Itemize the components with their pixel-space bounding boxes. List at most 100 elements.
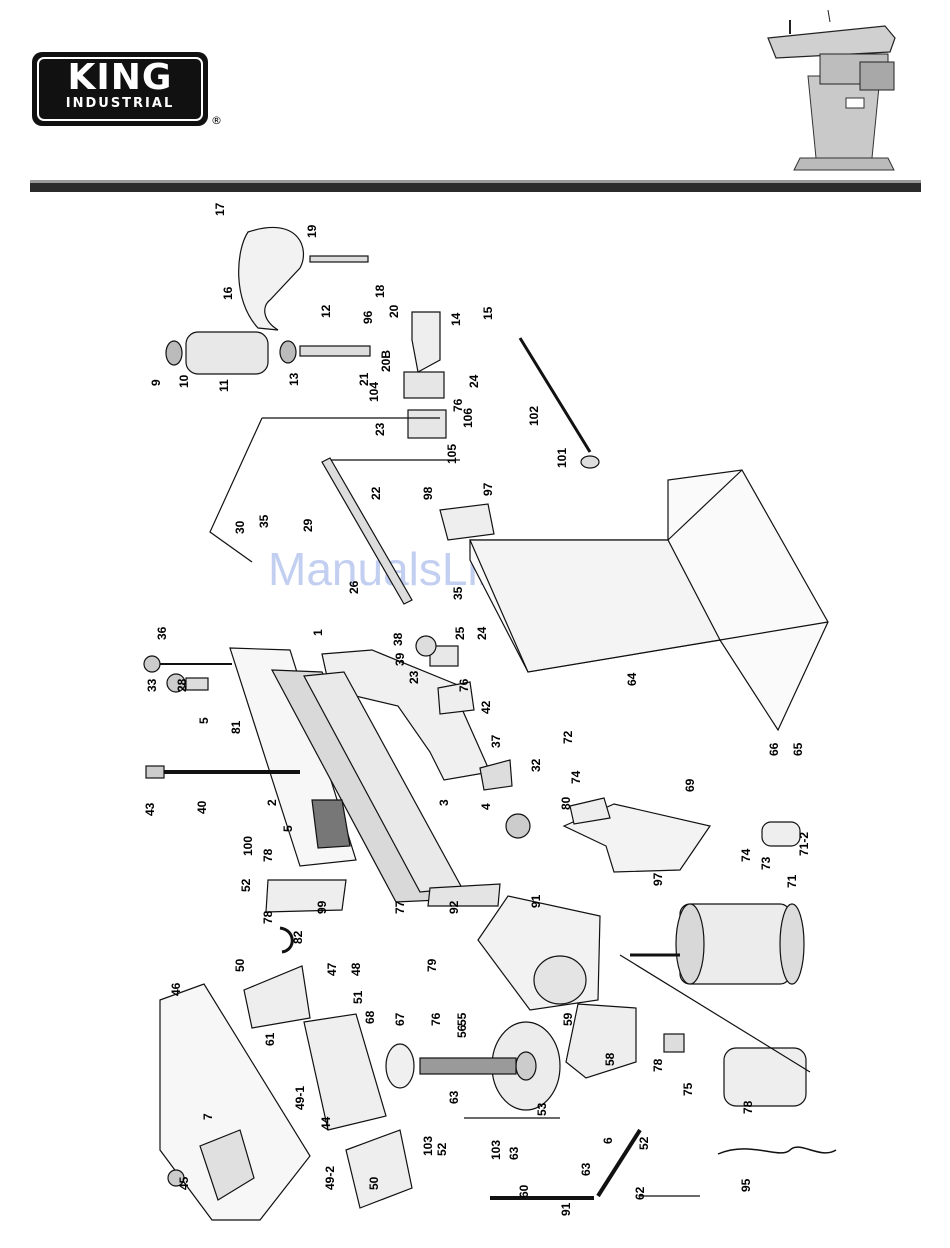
part-label: 46 — [169, 982, 183, 996]
header-rule-light — [30, 180, 921, 183]
logo-brand-name: KING — [67, 57, 173, 98]
adjust-knob — [166, 673, 186, 693]
dust-port — [533, 955, 587, 1005]
king-industrial-logo: KING INDUSTRIAL — [32, 52, 208, 126]
part-label: 20 — [387, 304, 401, 318]
part-label: 100 — [241, 836, 255, 856]
part-label: 30 — [233, 520, 247, 534]
motor-face — [675, 903, 705, 985]
part-label: 52 — [239, 878, 253, 892]
spring-bracket — [437, 681, 475, 715]
logo-tagline: INDUSTRIAL — [65, 96, 175, 111]
part-label: 81 — [229, 720, 243, 734]
part-label: 58 — [603, 1052, 617, 1066]
part-label: 49-2 — [323, 1166, 337, 1190]
stand-edge-2 — [719, 621, 829, 641]
part-label: 64 — [625, 672, 639, 686]
work-table — [159, 983, 311, 1221]
shaft-bracket — [411, 311, 441, 373]
part-label: 43 — [143, 802, 157, 816]
part-label: 14 — [449, 312, 463, 326]
pulley-bracket — [479, 759, 513, 791]
part-label: 79 — [425, 958, 439, 972]
guard-rod — [309, 255, 369, 263]
logo-border — [37, 57, 203, 121]
part-label: 29 — [301, 518, 315, 532]
tension-rod — [518, 337, 592, 453]
part-label: 19 — [305, 224, 319, 238]
part-label: 20B — [379, 350, 393, 372]
part-label: 48 — [349, 962, 363, 976]
frame-outline-left — [209, 417, 263, 563]
spring — [429, 645, 459, 667]
part-label: 56 — [455, 1024, 469, 1038]
part-label: 106 — [461, 408, 475, 428]
part-label: 36 — [155, 626, 169, 640]
rod-knob — [145, 765, 165, 779]
idler-shaft — [299, 345, 371, 357]
part-label: 82 — [291, 930, 305, 944]
belt-guard — [238, 226, 304, 331]
part-label: 45 — [177, 1176, 191, 1190]
pivot-arm-82 — [279, 926, 294, 954]
part-label: 37 — [489, 734, 503, 748]
idler-bearing — [165, 340, 183, 366]
part-label: 71 — [785, 874, 799, 888]
part-label: 25 — [453, 626, 467, 640]
graphite-pad — [311, 799, 351, 849]
part-label: 40 — [195, 800, 209, 814]
part-label: 21 — [357, 372, 371, 386]
power-cord — [717, 1146, 837, 1155]
part-label: 2 — [265, 799, 279, 806]
part-label: 61 — [263, 1032, 277, 1046]
part-label: 55 — [455, 1012, 469, 1026]
part-label: 5 — [281, 825, 295, 832]
part-label: 63 — [447, 1090, 461, 1104]
part-label: 51 — [351, 990, 365, 1004]
table-support — [303, 1013, 387, 1131]
idler-drum — [185, 331, 269, 375]
stand-edge — [667, 469, 743, 541]
drive-shaft — [321, 457, 413, 605]
tension-block — [403, 371, 445, 399]
part-label: 68 — [363, 1010, 377, 1024]
belt-plate — [427, 883, 501, 907]
part-label: 72 — [561, 730, 575, 744]
part-label: 75 — [681, 1082, 695, 1096]
part-label: 1 — [311, 629, 325, 636]
part-label: 63 — [579, 1162, 593, 1176]
cabinet-bracket — [439, 503, 495, 541]
crank-arm — [596, 1128, 642, 1198]
table-bracket-49-2 — [345, 1129, 413, 1209]
part-label: 76 — [429, 1012, 443, 1026]
part-label: 4 — [479, 803, 493, 810]
part-label: 66 — [767, 742, 781, 756]
part-label: 50 — [233, 958, 247, 972]
bearing-block — [407, 409, 447, 439]
part-label: 16 — [221, 286, 235, 300]
part-label: 103 — [421, 1136, 435, 1156]
part-label: 7 — [201, 1113, 215, 1120]
bearing-ring — [415, 635, 437, 657]
motor-bracket-80 — [569, 797, 611, 825]
part-label: 9 — [149, 379, 163, 386]
part-label: 98 — [421, 486, 435, 500]
part-label: 76 — [451, 398, 465, 412]
part-label: 3 — [437, 799, 451, 806]
part-label: 60 — [517, 1184, 531, 1198]
leadscrew — [419, 1057, 517, 1075]
part-label: 105 — [445, 444, 459, 464]
part-label: 102 — [527, 406, 541, 426]
part-label: 42 — [479, 700, 493, 714]
miter-gauge — [199, 1129, 255, 1201]
part-label: 49-1 — [293, 1086, 307, 1110]
part-label: 10 — [177, 374, 191, 388]
part-label: 101 — [555, 448, 569, 468]
part-label: 76 — [457, 678, 471, 692]
lock-knob — [143, 655, 161, 673]
fence-plate — [265, 879, 347, 913]
motor-pulley — [723, 1047, 807, 1107]
part-label: 18 — [373, 284, 387, 298]
platen-frame — [321, 649, 491, 781]
part-label: 92 — [447, 900, 461, 914]
